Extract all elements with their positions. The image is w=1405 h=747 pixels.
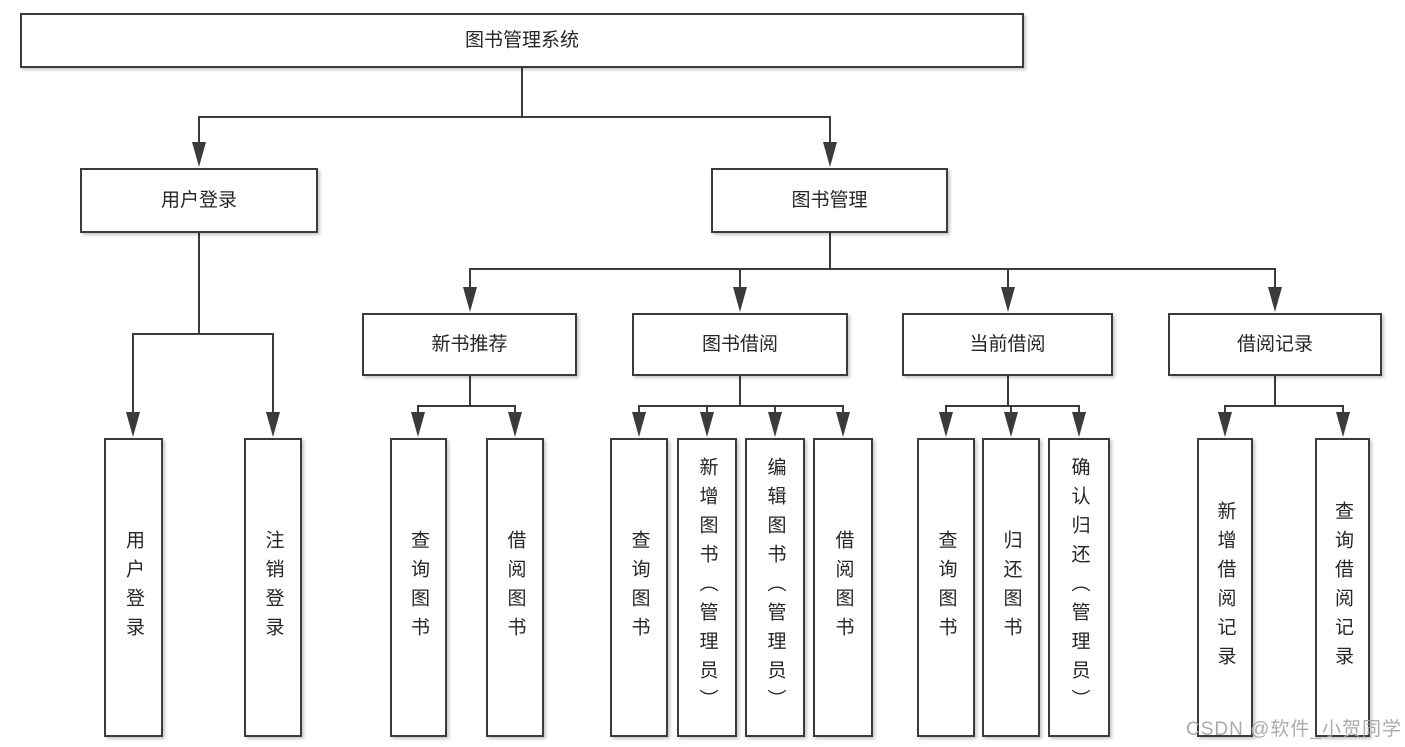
leaf-borrow-books-recommend: 借阅图书	[486, 438, 544, 737]
leaf-query-borrow-record-label: 查询借阅记录	[1332, 500, 1353, 675]
node-new-book-recommend: 新书推荐	[362, 313, 577, 376]
leaf-add-books-admin-label: 新增图书（管理员）	[696, 457, 718, 718]
leaf-query-books-borrow: 查询图书	[610, 438, 668, 737]
connector-root-to-level2	[192, 68, 837, 167]
node-borrow-records-label: 借阅记录	[1236, 334, 1313, 355]
node-current-borrow: 当前借阅	[902, 313, 1113, 376]
node-current-borrow-label: 当前借阅	[969, 334, 1046, 355]
node-user-login: 用户登录	[80, 168, 318, 233]
leaf-borrow-books-recommend-label: 借阅图书	[504, 529, 526, 646]
leaf-query-books-current-label: 查询图书	[935, 529, 957, 646]
leaf-query-books-recommend: 查询图书	[390, 438, 447, 737]
node-book-management-label: 图书管理	[791, 190, 868, 211]
leaf-confirm-return-admin-label: 确认归还（管理员）	[1068, 457, 1090, 718]
node-new-book-recommend-label: 新书推荐	[431, 334, 508, 355]
node-book-management: 图书管理	[711, 168, 948, 233]
leaf-borrow-books-label: 借阅图书	[832, 529, 854, 646]
connector-user-login-children	[126, 233, 280, 437]
node-book-borrow-label: 图书借阅	[701, 334, 778, 355]
leaf-edit-books-admin-label: 编辑图书（管理员）	[764, 457, 786, 718]
leaf-return-books-label: 归还图书	[1000, 529, 1022, 646]
node-borrow-records: 借阅记录	[1168, 313, 1382, 376]
connector-book-borrow-children	[632, 376, 850, 437]
node-book-borrow: 图书借阅	[632, 313, 848, 376]
leaf-user-login-label: 用户登录	[123, 529, 144, 646]
leaf-logout-label: 注销登录	[262, 529, 284, 646]
leaf-logout: 注销登录	[244, 438, 302, 737]
leaf-query-borrow-record: 查询借阅记录	[1315, 438, 1370, 737]
csdn-watermark: CSDN @软件_小贺同学	[1186, 719, 1402, 740]
connector-book-management-children	[463, 233, 1282, 312]
leaf-user-login: 用户登录	[104, 438, 163, 737]
leaf-add-borrow-record-label: 新增借阅记录	[1214, 500, 1236, 675]
leaf-borrow-books: 借阅图书	[813, 438, 873, 737]
leaf-confirm-return-admin: 确认归还（管理员）	[1048, 438, 1110, 737]
leaf-add-borrow-record: 新增借阅记录	[1197, 438, 1253, 737]
connector-new-book-recommend-children	[411, 376, 522, 437]
leaf-query-books-recommend-label: 查询图书	[408, 529, 429, 646]
leaf-add-books-admin: 新增图书（管理员）	[677, 438, 737, 737]
connector-borrow-records-children	[1218, 376, 1350, 437]
leaf-query-books-borrow-label: 查询图书	[628, 529, 650, 646]
node-root-system-label: 图书管理系统	[464, 30, 579, 51]
node-user-login-label: 用户登录	[160, 190, 237, 211]
connector-current-borrow-children	[939, 376, 1086, 437]
leaf-return-books: 归还图书	[982, 438, 1040, 737]
node-root-system: 图书管理系统	[20, 13, 1024, 68]
leaf-edit-books-admin: 编辑图书（管理员）	[745, 438, 805, 737]
leaf-query-books-current: 查询图书	[917, 438, 975, 737]
